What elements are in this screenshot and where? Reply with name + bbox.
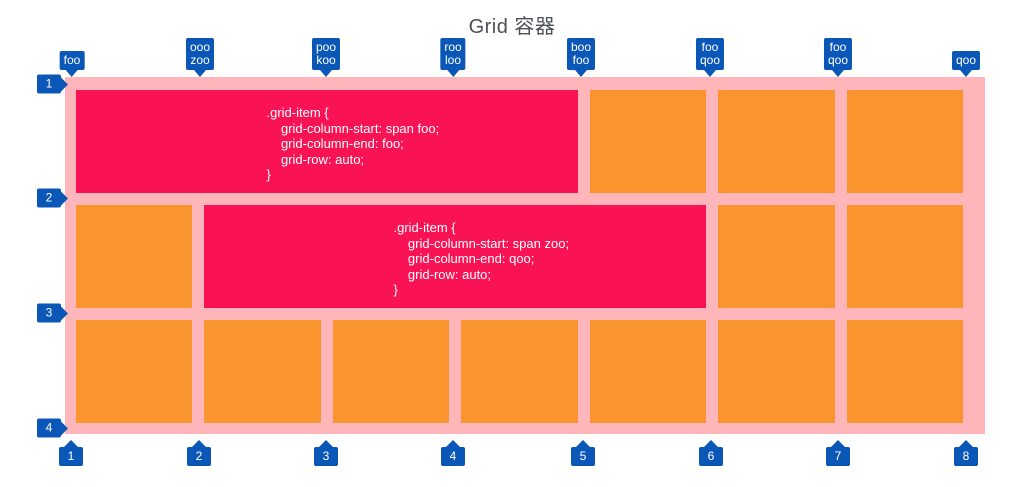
- column-line-name-tag: qoo: [951, 51, 981, 77]
- pointer-down-icon: [320, 70, 332, 77]
- column-line-name-tag: foo: [59, 51, 85, 77]
- pointer-down-icon: [194, 70, 206, 77]
- pointer-up-icon: [192, 440, 206, 447]
- pointer-down-icon: [447, 70, 459, 77]
- column-line-name-tag: roo loo: [440, 38, 466, 77]
- grid-item: [332, 320, 450, 423]
- grid-item: [718, 320, 835, 423]
- grid-item: [76, 205, 193, 308]
- column-line-name-tag: ooo zoo: [185, 38, 215, 77]
- line-name-bubble: roo loo: [440, 38, 466, 70]
- line-number-bubble: 2: [187, 447, 211, 466]
- column-line-number-tag: 7: [826, 440, 850, 466]
- column-line-name-tag: poo koo: [311, 38, 341, 77]
- column-line-number-tag: 6: [699, 440, 723, 466]
- line-number-bubble: 4: [37, 418, 61, 438]
- line-number-bubble: 1: [59, 447, 83, 466]
- pointer-down-icon: [66, 70, 78, 77]
- pointer-down-icon: [704, 70, 716, 77]
- pointer-up-icon: [64, 440, 78, 447]
- grid-item: [846, 90, 963, 193]
- line-name-bubble: ooo zoo: [185, 38, 215, 70]
- column-line-number-tag: 8: [954, 440, 978, 466]
- line-number-bubble: 6: [699, 447, 723, 466]
- column-line-number-tag: 2: [187, 440, 211, 466]
- grid-item: [846, 320, 963, 423]
- line-number-bubble: 1: [37, 74, 61, 94]
- css-code: .grid-item { grid-column-start: span foo…: [266, 105, 440, 183]
- line-number-bubble: 3: [37, 303, 61, 323]
- grid-item: [718, 205, 835, 308]
- column-line-name-tag: foo qoo: [823, 38, 853, 77]
- line-name-bubble: foo qoo: [823, 38, 853, 70]
- line-name-bubble: boo foo: [566, 38, 596, 70]
- grid-item-highlighted: .grid-item { grid-column-start: span foo…: [76, 90, 578, 193]
- column-line-number-tag: 5: [571, 440, 595, 466]
- pointer-up-icon: [319, 440, 333, 447]
- grid-item: [718, 90, 835, 193]
- column-line-number-tag: 3: [314, 440, 338, 466]
- line-number-bubble: 5: [571, 447, 595, 466]
- grid-item: [589, 320, 707, 423]
- pointer-down-icon: [575, 70, 587, 77]
- column-line-number-tag: 4: [441, 440, 465, 466]
- grid-item: [589, 90, 707, 193]
- pointer-up-icon: [446, 440, 460, 447]
- line-name-bubble: foo qoo: [695, 38, 725, 70]
- grid-item-highlighted: .grid-item { grid-column-start: span zoo…: [204, 205, 707, 308]
- row-line-number-tag: 3: [37, 303, 68, 323]
- pointer-up-icon: [959, 440, 973, 447]
- line-name-bubble: qoo: [951, 51, 981, 70]
- pointer-down-icon: [960, 70, 972, 77]
- css-code: .grid-item { grid-column-start: span zoo…: [393, 220, 570, 298]
- column-line-number-tag: 1: [59, 440, 83, 466]
- pointer-up-icon: [576, 440, 590, 447]
- row-line-number-tag: 2: [37, 188, 68, 208]
- row-line-number-tag: 4: [37, 418, 68, 438]
- pointer-down-icon: [832, 70, 844, 77]
- pointer-up-icon: [831, 440, 845, 447]
- line-name-bubble: foo: [59, 51, 85, 70]
- line-number-bubble: 7: [826, 447, 850, 466]
- grid-item: [204, 320, 321, 423]
- line-number-bubble: 2: [37, 188, 61, 208]
- grid-item: [76, 320, 193, 423]
- line-number-bubble: 3: [314, 447, 338, 466]
- line-number-bubble: 4: [441, 447, 465, 466]
- page-title: Grid 容器: [468, 16, 556, 38]
- grid-item: [846, 205, 963, 308]
- grid-item: [461, 320, 578, 423]
- grid-container: .grid-item { grid-column-start: span foo…: [65, 77, 985, 434]
- column-line-name-tag: boo foo: [566, 38, 596, 77]
- row-line-number-tag: 1: [37, 74, 68, 94]
- pointer-up-icon: [704, 440, 718, 447]
- column-line-name-tag: foo qoo: [695, 38, 725, 77]
- line-name-bubble: poo koo: [311, 38, 341, 70]
- line-number-bubble: 8: [954, 447, 978, 466]
